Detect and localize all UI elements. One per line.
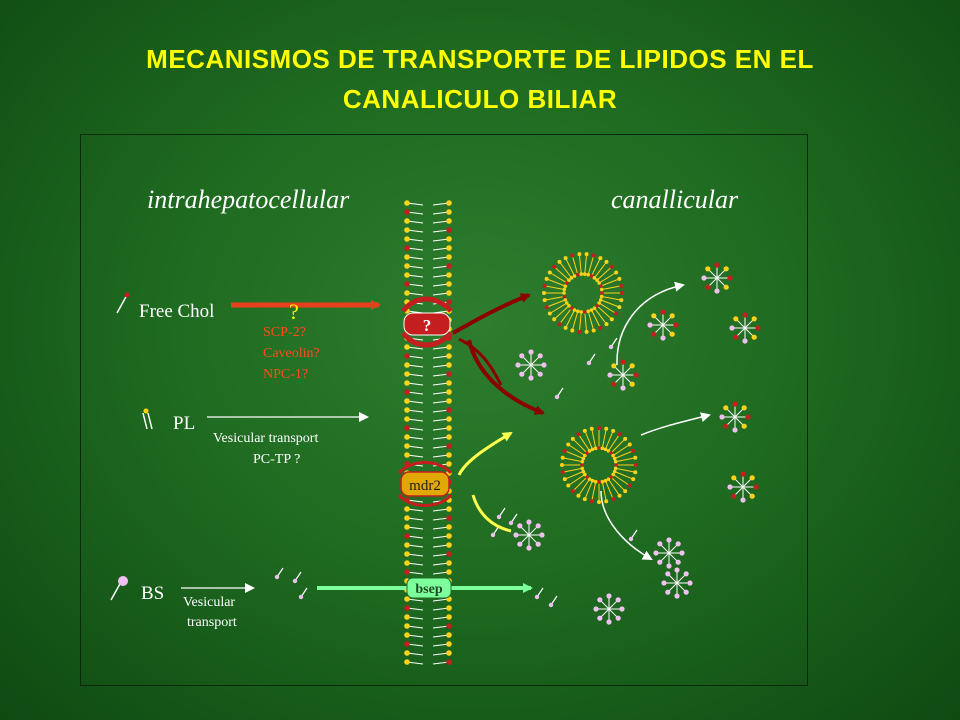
unknown-transporter	[403, 312, 451, 336]
chol-curve-arrow	[458, 337, 503, 386]
chol-question-mark: ?	[289, 299, 299, 324]
canalicular-membrane-bilayer	[404, 200, 452, 665]
bs-transport-note-1: Vesicular	[183, 595, 236, 610]
bs-label: BS	[141, 583, 165, 604]
diagram-panel: ? mdr2 bsep	[80, 134, 808, 686]
vesicle	[560, 426, 638, 504]
canallicular-label: canallicular	[611, 185, 739, 214]
unknown-transporter-arc-bottom	[401, 331, 453, 348]
pl-transport-note-2: PC-TP ?	[253, 452, 301, 467]
chol-to-vesicle-arrow	[452, 293, 531, 335]
bile-salt-molecule	[274, 567, 284, 580]
mdr2-arc-top	[397, 461, 453, 475]
free-chol-label: Free Chol	[139, 301, 215, 322]
vesicle-to-micelle-arrow-bottom	[600, 490, 653, 560]
bsep-label: bsep	[415, 582, 442, 597]
vesicle	[542, 252, 624, 334]
diagram-canvas: ? mdr2 bsep	[110, 200, 761, 665]
pl-transport-note-1: Vesicular transport	[213, 431, 319, 446]
micelle	[719, 401, 751, 433]
bs-molecule-icon	[110, 576, 128, 601]
bile-salt-molecule	[586, 353, 596, 366]
chol-candidate-3: NPC-1?	[263, 367, 309, 382]
bsep-transporter	[406, 577, 452, 599]
unknown-transporter-arc-top	[401, 296, 453, 313]
bile-salt-molecule	[292, 571, 302, 584]
unknown-transporter-label: ?	[423, 316, 432, 335]
pl-label: PL	[173, 413, 196, 434]
mdr2-label: mdr2	[409, 478, 441, 494]
micelle	[515, 349, 547, 381]
bile-salt-molecule	[534, 587, 544, 600]
micelle	[593, 593, 625, 625]
micelle	[647, 309, 679, 341]
bile-salt-molecule	[628, 529, 638, 542]
chol-candidate-1: SCP-2?	[263, 325, 306, 340]
bile-salt-molecule	[496, 507, 506, 520]
micelle	[661, 567, 693, 599]
micelle	[729, 312, 761, 344]
bile-salt-molecule	[508, 513, 518, 526]
chol-molecule-icon	[116, 292, 130, 314]
micelle	[727, 471, 759, 503]
micelle	[607, 359, 639, 391]
bile-salt-molecule	[298, 587, 308, 600]
mdr2-transporter	[400, 471, 450, 497]
title-line-1: MECANISMOS DE TRANSPORTE DE LIPIDOS EN E…	[146, 44, 814, 74]
vesicles-and-micelles	[274, 252, 761, 625]
pl-molecule-icon	[142, 408, 153, 430]
pl-to-vesicle-arrow	[457, 431, 513, 476]
mdr2-arc-bottom	[397, 493, 453, 507]
micelle	[653, 537, 685, 569]
micelle	[701, 262, 733, 294]
chol-candidate-2: Caveolin?	[263, 346, 320, 361]
pl-curve-arrow	[471, 494, 512, 533]
bile-salt-molecule	[608, 337, 618, 350]
title-line-2: CANALICULO BILIAR	[342, 84, 618, 114]
vesicle-to-micelle-arrow-mid	[640, 412, 711, 436]
vesicle-to-micelle-arrow-top	[616, 281, 685, 366]
chol-to-lower-vesicle-arrow	[467, 339, 545, 415]
bile-salt-molecule	[554, 387, 564, 400]
micelle	[513, 519, 545, 551]
bs-transport-note-2: transport	[187, 615, 237, 630]
bile-salt-molecule	[548, 595, 558, 608]
intrahepatocellular-label: intrahepatocellular	[147, 185, 350, 214]
